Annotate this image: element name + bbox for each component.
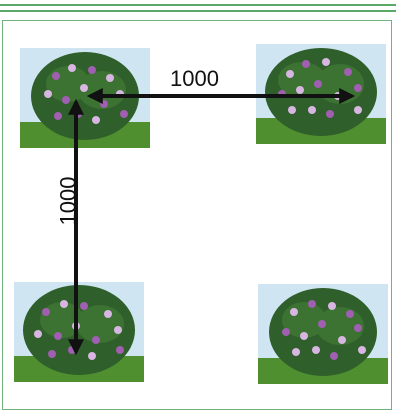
shrub-bottom-right	[258, 284, 388, 384]
vertical-dimension-label: 1000	[55, 176, 81, 226]
diagram-frame	[2, 20, 392, 410]
horizontal-dimension-label: 1000	[170, 66, 219, 91]
top-frame-line-1	[0, 4, 396, 6]
shrub-image-bottom-right	[258, 284, 388, 384]
top-frame-line-2	[0, 10, 396, 12]
